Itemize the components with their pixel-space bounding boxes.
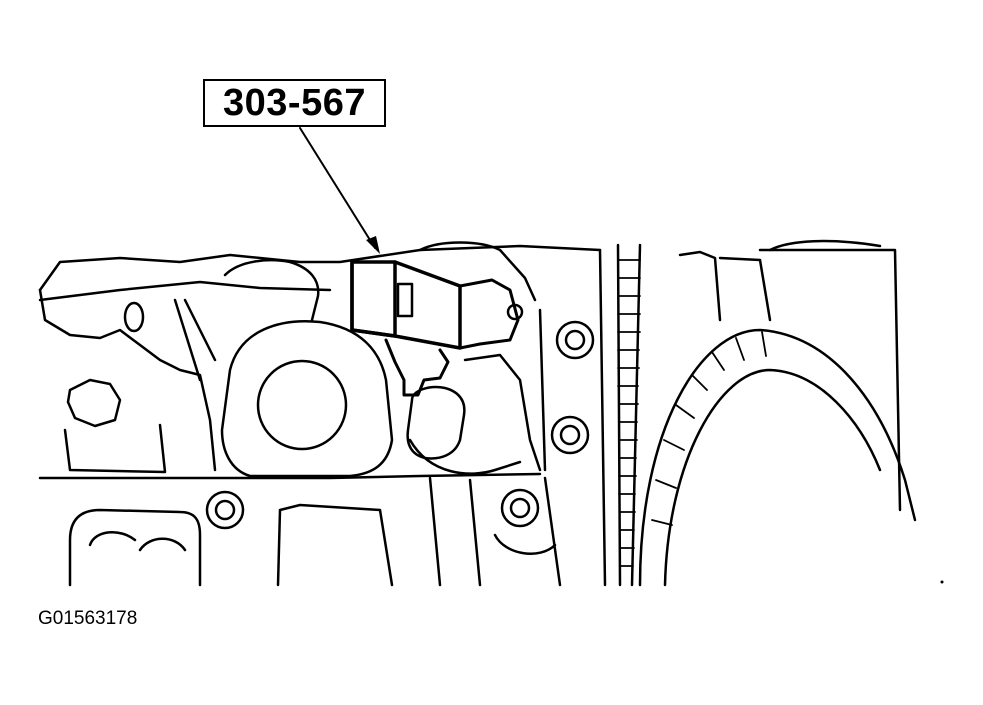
tool-arm [458,278,520,350]
tool-body-front-face [350,260,397,338]
leader-line [299,127,376,249]
lower-head-casting [68,503,394,587]
tool-body-front [350,260,462,350]
leader-arrowhead [366,236,380,254]
right-cover [678,248,902,512]
left-spark-plug-boot [63,423,167,474]
sprocket-teeth [651,331,767,526]
center-plug-tube [406,385,466,460]
bolt-lower-right-inner [509,497,531,519]
tool-hook [384,338,450,397]
cam-sprocket-outer [638,328,917,587]
lower-head-edge [38,472,542,480]
left-rib [173,298,217,382]
bolt-mid-right-inner [559,424,581,446]
bolt-lower-left-inner [214,499,236,521]
stray-dot [940,580,944,584]
bolt-mid-right [550,415,590,455]
bolt-upper-right [555,320,595,360]
left-spark-plug [66,378,122,428]
bolt-lower-left [205,490,245,530]
tool-pin [506,303,524,321]
cam-sprocket-inner [663,368,882,587]
camshaft-bore-housing [220,320,394,478]
lower-center-rib [428,476,562,587]
tool-window [396,282,414,318]
left-bolt-hole [123,301,145,333]
center-plug-tube-base [408,438,522,475]
timing-chain-left [616,243,622,587]
tool-number-label: 303-567 [223,81,366,124]
lower-casting-loops [88,531,187,552]
cylinder-head-top-edge-2 [38,280,332,302]
right-cover-edge [768,239,882,252]
bolt-upper-right-inner [564,329,586,351]
timing-chain-right [630,243,642,587]
cylinder-head-top-edge [38,244,602,292]
figure-id: G01563178 [38,608,138,629]
timing-chain-links [617,259,641,567]
camshaft-bore [256,359,348,451]
center-casting [418,241,542,472]
tool-callout-box: 303-567 [203,79,386,127]
right-casting [538,248,607,587]
cam-cap-top [223,259,320,322]
bolt-lower-right [500,488,540,528]
left-casting [38,288,217,472]
